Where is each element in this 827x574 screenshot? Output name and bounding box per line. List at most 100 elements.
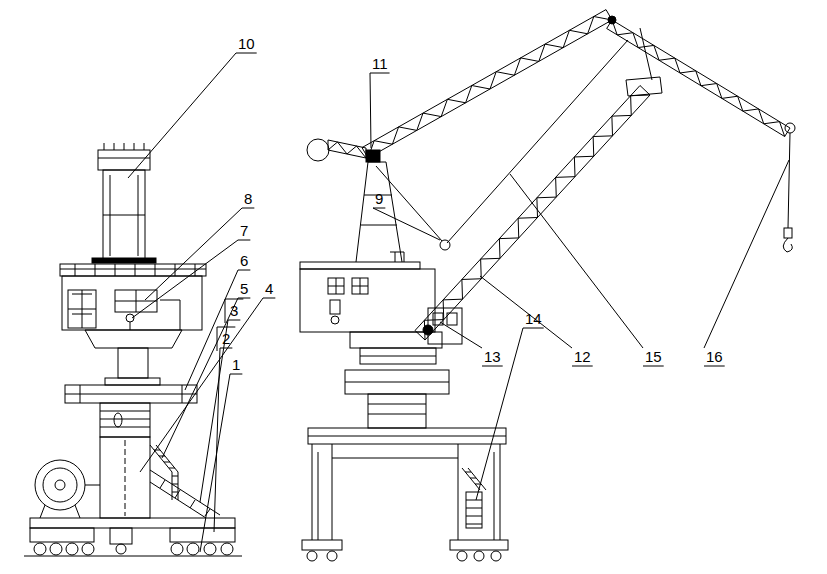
callout-underline	[230, 374, 242, 375]
callout-bracket	[225, 299, 243, 323]
callout-underline	[572, 366, 593, 367]
callout-number: 1	[232, 356, 240, 373]
cable-drum	[35, 460, 100, 518]
luffing-rod	[376, 166, 450, 250]
portal-frame	[457, 551, 467, 561]
cable-drum	[43, 468, 77, 502]
callout-number: 5	[240, 280, 248, 297]
callout-underline	[370, 73, 390, 74]
lattice-boom	[328, 140, 329, 150]
machine-house-front	[300, 252, 435, 332]
callout-underline	[220, 348, 232, 349]
callout-bracket	[217, 327, 235, 351]
leader-line	[476, 328, 523, 500]
callout-number: 14	[525, 310, 542, 327]
lattice-boom	[415, 86, 640, 331]
portal-base	[171, 543, 183, 555]
lattice-boom	[415, 331, 425, 341]
callout-number: 2	[222, 330, 230, 347]
machine-house-front	[300, 269, 435, 332]
machine-house	[115, 290, 157, 312]
machine-house-front	[328, 278, 368, 294]
cab	[428, 308, 462, 344]
hook-rope	[783, 123, 795, 252]
machine-house-front	[331, 316, 339, 324]
callout-underline	[236, 53, 257, 54]
portal-column	[125, 440, 126, 516]
lattice-boom	[640, 86, 650, 96]
portal-base	[24, 556, 242, 557]
portal-frame	[450, 540, 508, 550]
lattice-boom	[612, 20, 785, 137]
lattice-boom	[606, 10, 612, 20]
callout-underline	[242, 208, 254, 209]
machine-house	[60, 264, 206, 276]
cable-drum	[40, 485, 100, 518]
portal-column	[100, 411, 150, 427]
slewing-parts	[85, 330, 182, 348]
portal-frame	[302, 540, 342, 550]
callout-number: 3	[230, 302, 238, 319]
callout-number: 16	[706, 348, 723, 365]
hook-rope	[784, 228, 792, 238]
counterweight	[307, 139, 329, 161]
machine-house-front	[300, 262, 420, 269]
portal-frame	[327, 551, 337, 561]
portal-column	[100, 437, 150, 518]
machine-house	[115, 290, 157, 312]
leader-line	[128, 53, 236, 178]
leader-line	[140, 298, 263, 472]
portal-base	[116, 544, 126, 554]
mast-top	[92, 258, 156, 263]
machine-house	[60, 264, 206, 276]
lattice-boom	[425, 95, 650, 340]
portal-column	[100, 403, 150, 437]
portal-ladder	[462, 468, 486, 490]
slewing-parts	[65, 385, 197, 403]
lattice-boom	[366, 148, 367, 158]
leader-line	[704, 160, 789, 348]
portal-base	[24, 518, 242, 556]
machine-house	[60, 264, 206, 330]
portal-base	[66, 543, 78, 555]
portal-frame	[308, 436, 506, 540]
mast-top	[103, 170, 145, 260]
hook-rope	[783, 238, 792, 252]
lattice-boom	[328, 10, 790, 340]
slewing-column	[368, 394, 426, 428]
slewing-column	[368, 404, 426, 414]
a-frame	[366, 150, 380, 162]
machine-house	[68, 290, 96, 328]
portal-column	[100, 403, 150, 518]
a-frame	[356, 162, 402, 262]
mast-top	[98, 158, 150, 159]
callout-number: 10	[238, 35, 255, 52]
leader-line	[162, 298, 238, 458]
callout-number: 11	[372, 55, 388, 72]
lattice-boom	[607, 20, 612, 29]
callout-number: 6	[240, 252, 248, 269]
portal-ladder	[466, 500, 482, 524]
boom-head	[640, 28, 652, 80]
callout-underline	[238, 298, 250, 299]
leader-line	[370, 73, 371, 148]
portal-column	[114, 413, 122, 427]
callout-underline	[228, 320, 240, 321]
leader-line	[510, 174, 643, 348]
machine-house-front	[330, 300, 340, 314]
lattice-boom	[607, 29, 785, 137]
portal-frame	[307, 551, 317, 561]
slewing-parts	[105, 378, 160, 385]
leader-line	[145, 208, 242, 300]
callout-number: 13	[484, 348, 501, 365]
portal-base	[82, 543, 94, 555]
leader-line	[440, 322, 482, 348]
slewing-parts	[65, 330, 197, 403]
cable-drum	[55, 480, 65, 490]
callout-underline	[263, 298, 275, 299]
cable-drum	[35, 460, 85, 510]
mast-top	[104, 143, 144, 150]
cab	[423, 308, 462, 344]
